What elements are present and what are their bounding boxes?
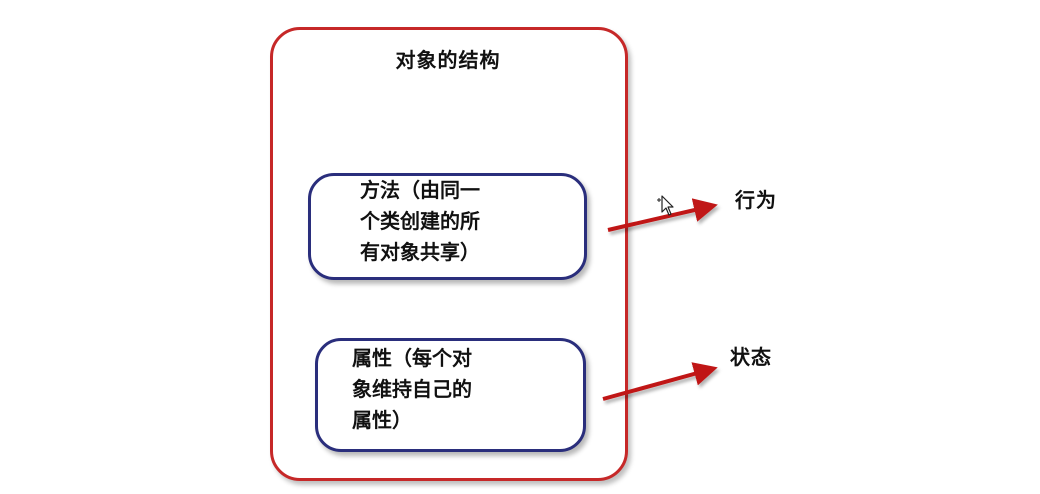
methods-box [308,173,587,280]
methods-line: 方法（由同一 [360,178,480,202]
diagram-title: 对象的结构 [395,48,501,72]
attributes-box [315,338,586,452]
behavior-label: 行为 [735,188,777,212]
methods-text: 方法（由同一 个类创建的所 有对象共享） [360,175,480,268]
move-cursor-icon [657,195,674,216]
methods-line: 有对象共享） [360,240,480,264]
methods-line: 个类创建的所 [360,209,480,233]
attributes-line: 象维持自己的 [352,377,472,401]
state-label: 状态 [730,345,772,369]
attributes-line: 属性） [352,408,412,432]
attributes-line: 属性（每个对 [352,346,472,370]
attributes-text: 属性（每个对 象维持自己的 属性） [352,343,472,436]
